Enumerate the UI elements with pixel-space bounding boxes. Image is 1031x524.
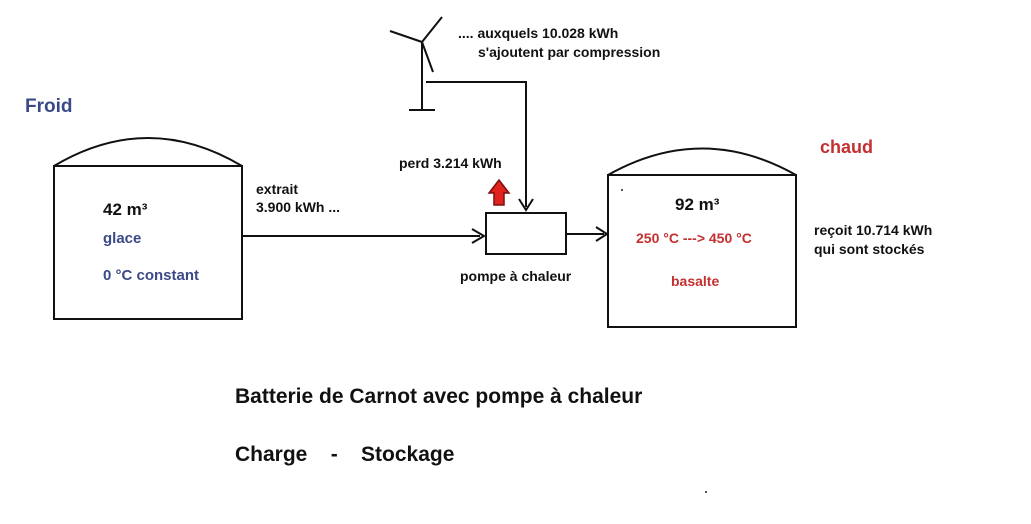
- compression-arrow: [426, 81, 534, 212]
- cold-material: glace: [103, 230, 142, 247]
- heat-pump-box: [485, 212, 567, 255]
- heat-loss-label: perd 3.214 kWh: [399, 155, 502, 171]
- hot-temperature: 250 °C ---> 450 °C: [636, 230, 752, 246]
- hot-title: chaud: [820, 137, 874, 157]
- speck: [621, 189, 623, 191]
- extraction-arrow: [242, 228, 486, 244]
- storage-arrow: [566, 226, 609, 242]
- cold-tank: [53, 137, 243, 320]
- extracted-line1: extrait: [256, 181, 299, 197]
- cold-temperature: 0 °C constant: [103, 267, 200, 284]
- cold-volume: 42 m³: [103, 200, 148, 219]
- heat-loss-arrow: [487, 178, 511, 206]
- wind-turbine-icon: [389, 16, 443, 111]
- extracted-line2: 3.900 kWh ...: [256, 199, 341, 215]
- speck: [705, 491, 707, 493]
- hot-material: basalte: [671, 273, 720, 289]
- caption-title: Batterie de Carnot avec pompe à chaleur: [235, 385, 643, 408]
- received-line1: reçoit 10.714 kWh: [814, 222, 933, 238]
- compression-line1: .... auxquels 10.028 kWh: [458, 25, 619, 41]
- compression-line2: s'ajoutent par compression: [478, 44, 661, 60]
- hot-tank: [607, 147, 797, 328]
- caption-subtitle: Charge - Stockage: [235, 443, 455, 466]
- cold-title: Froid: [25, 96, 73, 117]
- received-line2: qui sont stockés: [814, 241, 925, 257]
- heat-pump-label: pompe à chaleur: [460, 268, 572, 284]
- hot-volume: 92 m³: [675, 195, 720, 214]
